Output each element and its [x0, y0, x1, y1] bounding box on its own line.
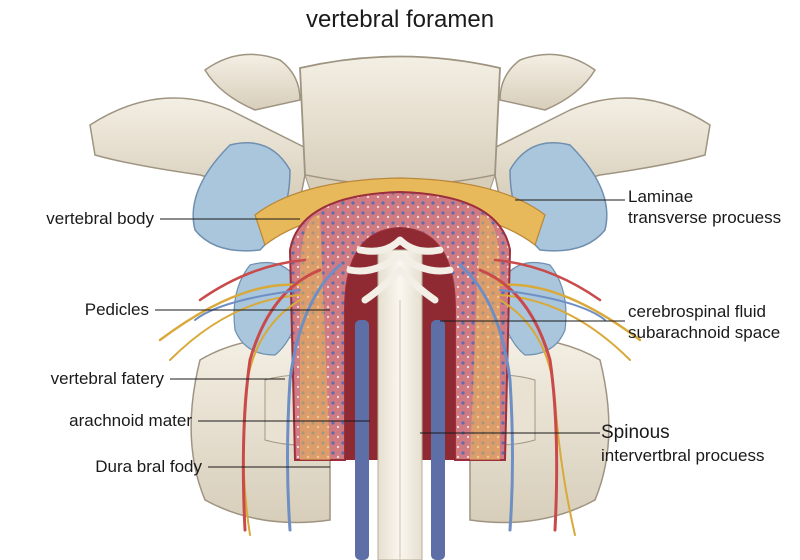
leader-lines: [155, 199, 625, 468]
label-vertebral-fatery: vertebral fatery: [50, 369, 164, 388]
diagram-title: vertebral foramen: [305, 6, 495, 33]
label-pedicles: Pedicles: [84, 300, 149, 319]
label-laminae: Laminae transverse procuess: [628, 186, 781, 229]
label-spinous-line1: Spinous: [601, 422, 670, 443]
label-arachnoid-mater: arachnoid mater: [69, 411, 192, 430]
nerve-roots-right: [458, 258, 642, 536]
dural-sac: [288, 190, 512, 461]
label-laminae-line2: transverse procuess: [628, 208, 782, 228]
label-cerebrospinal-line1: cerebrospinal fluid: [628, 302, 766, 321]
label-spinous: Spinous intervertbral procuess: [601, 421, 764, 466]
label-vertebral-body: vertebral body: [46, 209, 154, 228]
spinal-cord: [346, 236, 454, 560]
label-laminae-line1: Laminae: [628, 187, 694, 206]
label-spinous-line2: intervertbral procuess: [601, 445, 765, 465]
label-cerebrospinal: cerebrospinal fluid subarachnoid space: [628, 301, 780, 344]
nerve-roots-left: [158, 258, 342, 536]
label-dura-bral-fody: Dura bral fody: [95, 457, 202, 476]
label-cerebrospinal-line2: subarachnoid space: [628, 323, 781, 343]
